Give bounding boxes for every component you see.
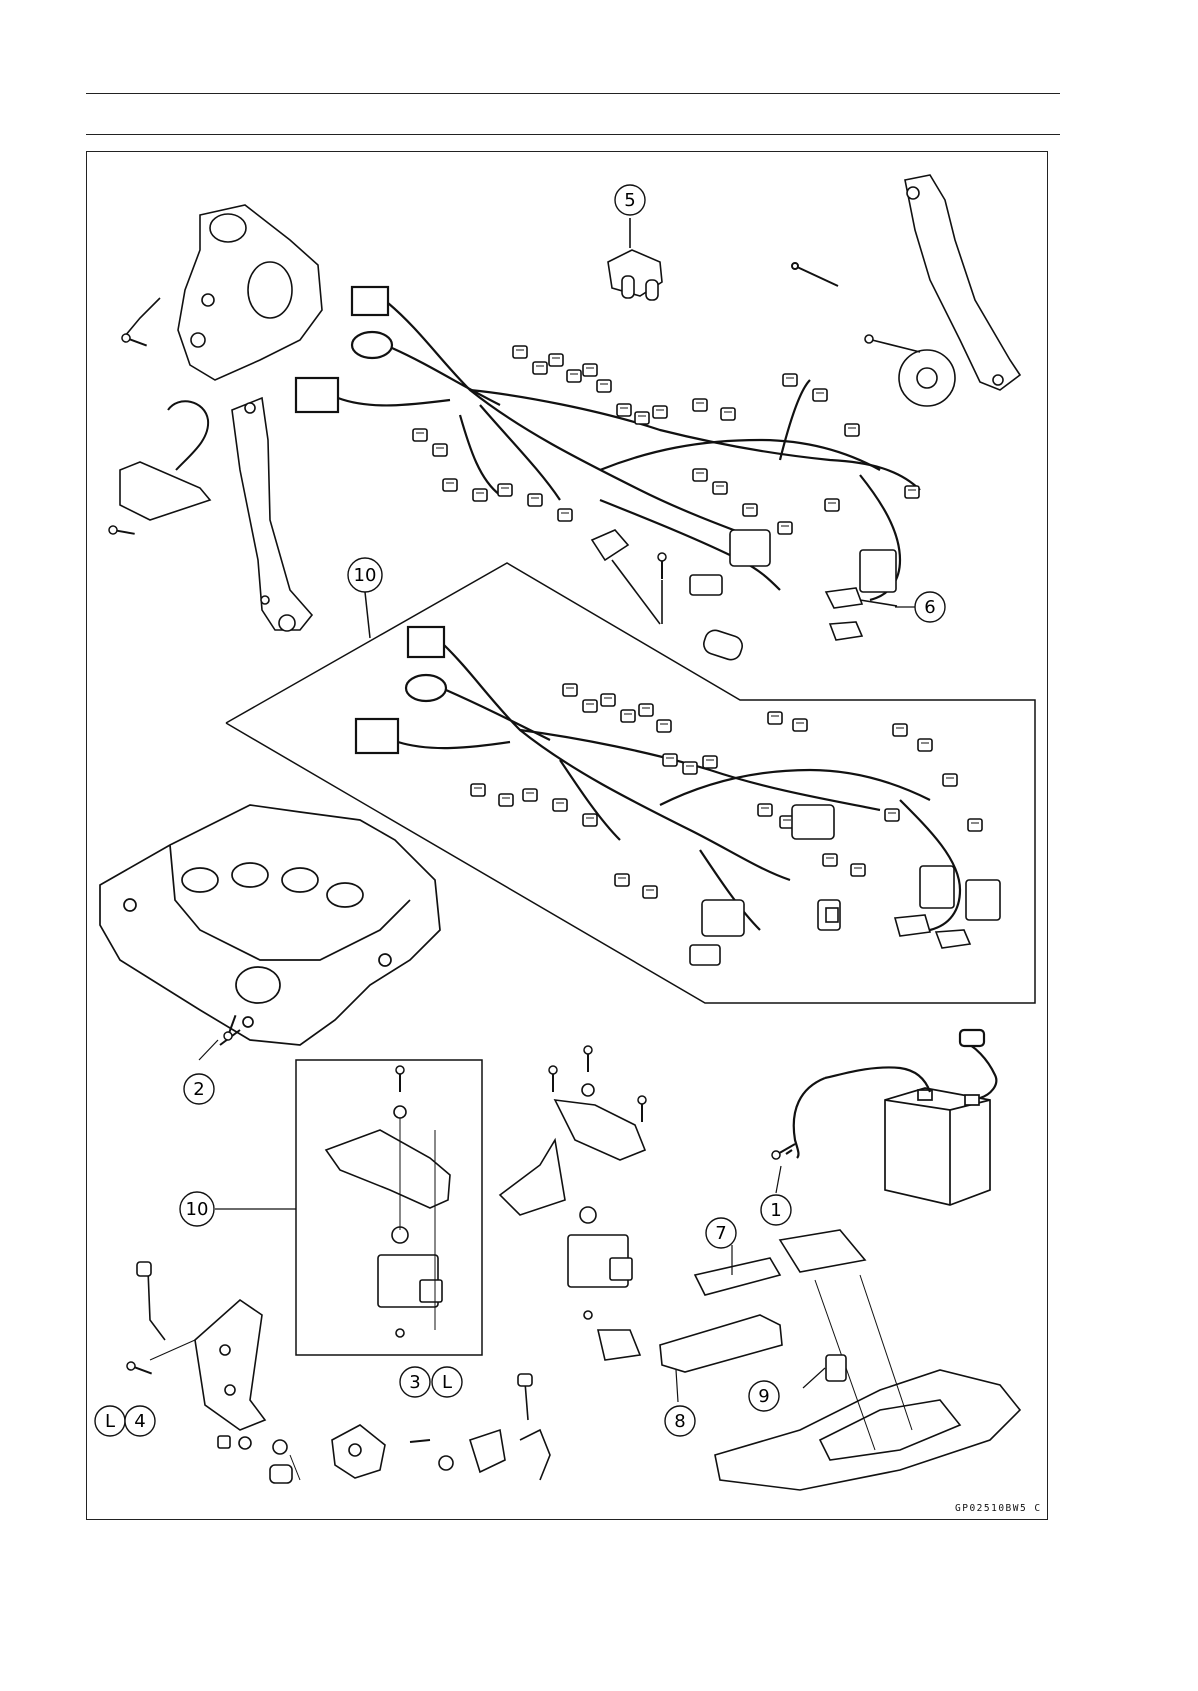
sensor-bracket-part-4 <box>126 1262 265 1430</box>
bracket-part-6 <box>826 588 897 640</box>
harness-lower-blocks <box>690 805 1000 965</box>
callout-7: 7 <box>706 1218 736 1248</box>
sensor-part-5 <box>608 218 662 300</box>
callout-9: 9 <box>749 1381 779 1411</box>
svg-text:10: 10 <box>354 565 377 586</box>
horn-part <box>865 335 955 406</box>
harness-lower-connectors <box>471 684 982 898</box>
svg-text:3: 3 <box>409 1372 420 1393</box>
regulator-assembly <box>500 1046 646 1360</box>
wire-tie <box>792 263 838 286</box>
harness-assembly-lower <box>356 627 960 930</box>
svg-text:9: 9 <box>758 1386 769 1407</box>
callout-5: 5 <box>615 185 645 215</box>
svg-text:4: 4 <box>134 1411 145 1432</box>
callout-3: 3 L <box>400 1367 462 1397</box>
ecu-part-8 <box>660 1315 782 1372</box>
left-frame-bracket <box>108 398 312 631</box>
callout-8: 8 <box>665 1406 695 1436</box>
callout-4: L 4 <box>95 1406 155 1436</box>
frame-head-part <box>121 205 322 380</box>
svg-text:L: L <box>105 1411 115 1432</box>
callout-6: 6 <box>915 592 945 622</box>
svg-text:10: 10 <box>186 1199 209 1220</box>
svg-text:L: L <box>442 1372 452 1393</box>
crankcase-part <box>100 805 440 1045</box>
svg-text:2: 2 <box>193 1079 204 1100</box>
svg-text:1: 1 <box>770 1200 781 1221</box>
figure-code: GP02510BW5 C <box>955 1503 1042 1514</box>
callout-10-harness: 10 <box>348 558 382 592</box>
svg-text:6: 6 <box>924 597 935 618</box>
clamp-and-collar <box>592 530 745 662</box>
svg-text:5: 5 <box>624 190 635 211</box>
switch-assembly-part-3 <box>218 1374 550 1483</box>
battery-part <box>885 1088 990 1205</box>
ecu-connector-upper <box>690 530 896 595</box>
regulator-inset-box <box>296 1060 482 1355</box>
regulator-inset-parts <box>326 1066 450 1337</box>
callout-2: 2 <box>184 1074 214 1104</box>
svg-text:8: 8 <box>674 1411 685 1432</box>
callout-1: 1 <box>761 1195 791 1225</box>
harness-upper-connectors <box>413 346 919 534</box>
callout-10-regulator: 10 <box>180 1192 214 1226</box>
svg-text:7: 7 <box>715 1223 726 1244</box>
